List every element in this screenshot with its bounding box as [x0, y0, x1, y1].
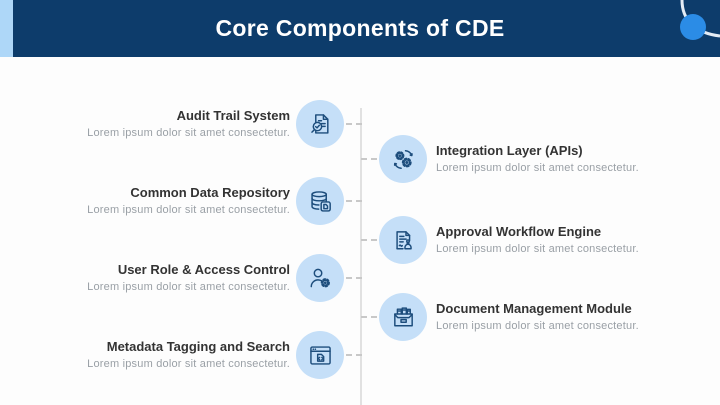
component-text: Approval Workflow Engine Lorem ipsum dol…: [436, 224, 681, 257]
integration-gears-icon: [379, 135, 427, 183]
file-archive-box-icon: [379, 293, 427, 341]
component-title: Metadata Tagging and Search: [106, 338, 290, 354]
component-title: Audit Trail System: [176, 107, 290, 123]
component-desc: Lorem ipsum dolor sit amet consectetur.: [436, 319, 639, 332]
component-text: User Role & Access Control Lorem ipsum d…: [50, 262, 290, 295]
component-item-approval-workflow: Approval Workflow Engine Lorem ipsum dol…: [361, 216, 681, 264]
connector-dash: [361, 316, 377, 318]
secure-database-icon: [296, 177, 344, 225]
connector-dash: [346, 200, 362, 202]
header-accent-strip: [0, 0, 13, 57]
component-text: Common Data Repository Lorem ipsum dolor…: [50, 185, 290, 218]
component-item-document-management: Document Management Module Lorem ipsum d…: [361, 293, 681, 341]
connector-dash: [346, 354, 362, 356]
component-title: Common Data Repository: [130, 184, 290, 200]
document-stamp-icon: [379, 216, 427, 264]
timeline-line: [360, 108, 362, 405]
component-title: Document Management Module: [436, 300, 632, 316]
component-text: Integration Layer (APIs) Lorem ipsum dol…: [436, 143, 681, 176]
component-text: Document Management Module Lorem ipsum d…: [436, 301, 681, 334]
component-desc: Lorem ipsum dolor sit amet consectetur.: [436, 161, 639, 174]
component-title: Approval Workflow Engine: [436, 223, 602, 239]
component-desc: Lorem ipsum dolor sit amet consectetur.: [87, 126, 290, 139]
component-desc: Lorem ipsum dolor sit amet consectetur.: [87, 203, 290, 216]
component-text: Audit Trail System Lorem ipsum dolor sit…: [50, 108, 290, 141]
component-title: User Role & Access Control: [117, 261, 290, 277]
browser-code-icon: [296, 331, 344, 379]
component-item-audit-trail: Audit Trail System Lorem ipsum dolor sit…: [50, 100, 362, 148]
audit-trail-icon: [296, 100, 344, 148]
user-gear-icon: [296, 254, 344, 302]
component-item-user-role: User Role & Access Control Lorem ipsum d…: [50, 254, 362, 302]
connector-dash: [346, 277, 362, 279]
component-desc: Lorem ipsum dolor sit amet consectetur.: [87, 280, 290, 293]
component-item-integration-layer: Integration Layer (APIs) Lorem ipsum dol…: [361, 135, 681, 183]
connector-dash: [361, 158, 377, 160]
component-item-metadata-tagging: Metadata Tagging and Search Lorem ipsum …: [50, 331, 362, 379]
page-title: Core Components of CDE: [215, 15, 505, 41]
component-desc: Lorem ipsum dolor sit amet consectetur.: [436, 242, 639, 255]
component-text: Metadata Tagging and Search Lorem ipsum …: [50, 339, 290, 372]
component-title: Integration Layer (APIs): [436, 142, 583, 158]
component-desc: Lorem ipsum dolor sit amet consectetur.: [87, 357, 290, 370]
component-item-data-repository: Common Data Repository Lorem ipsum dolor…: [50, 177, 362, 225]
corner-decoration-icon: [680, 0, 720, 40]
connector-dash: [346, 123, 362, 125]
header-bar: Core Components of CDE: [0, 0, 720, 57]
connector-dash: [361, 239, 377, 241]
